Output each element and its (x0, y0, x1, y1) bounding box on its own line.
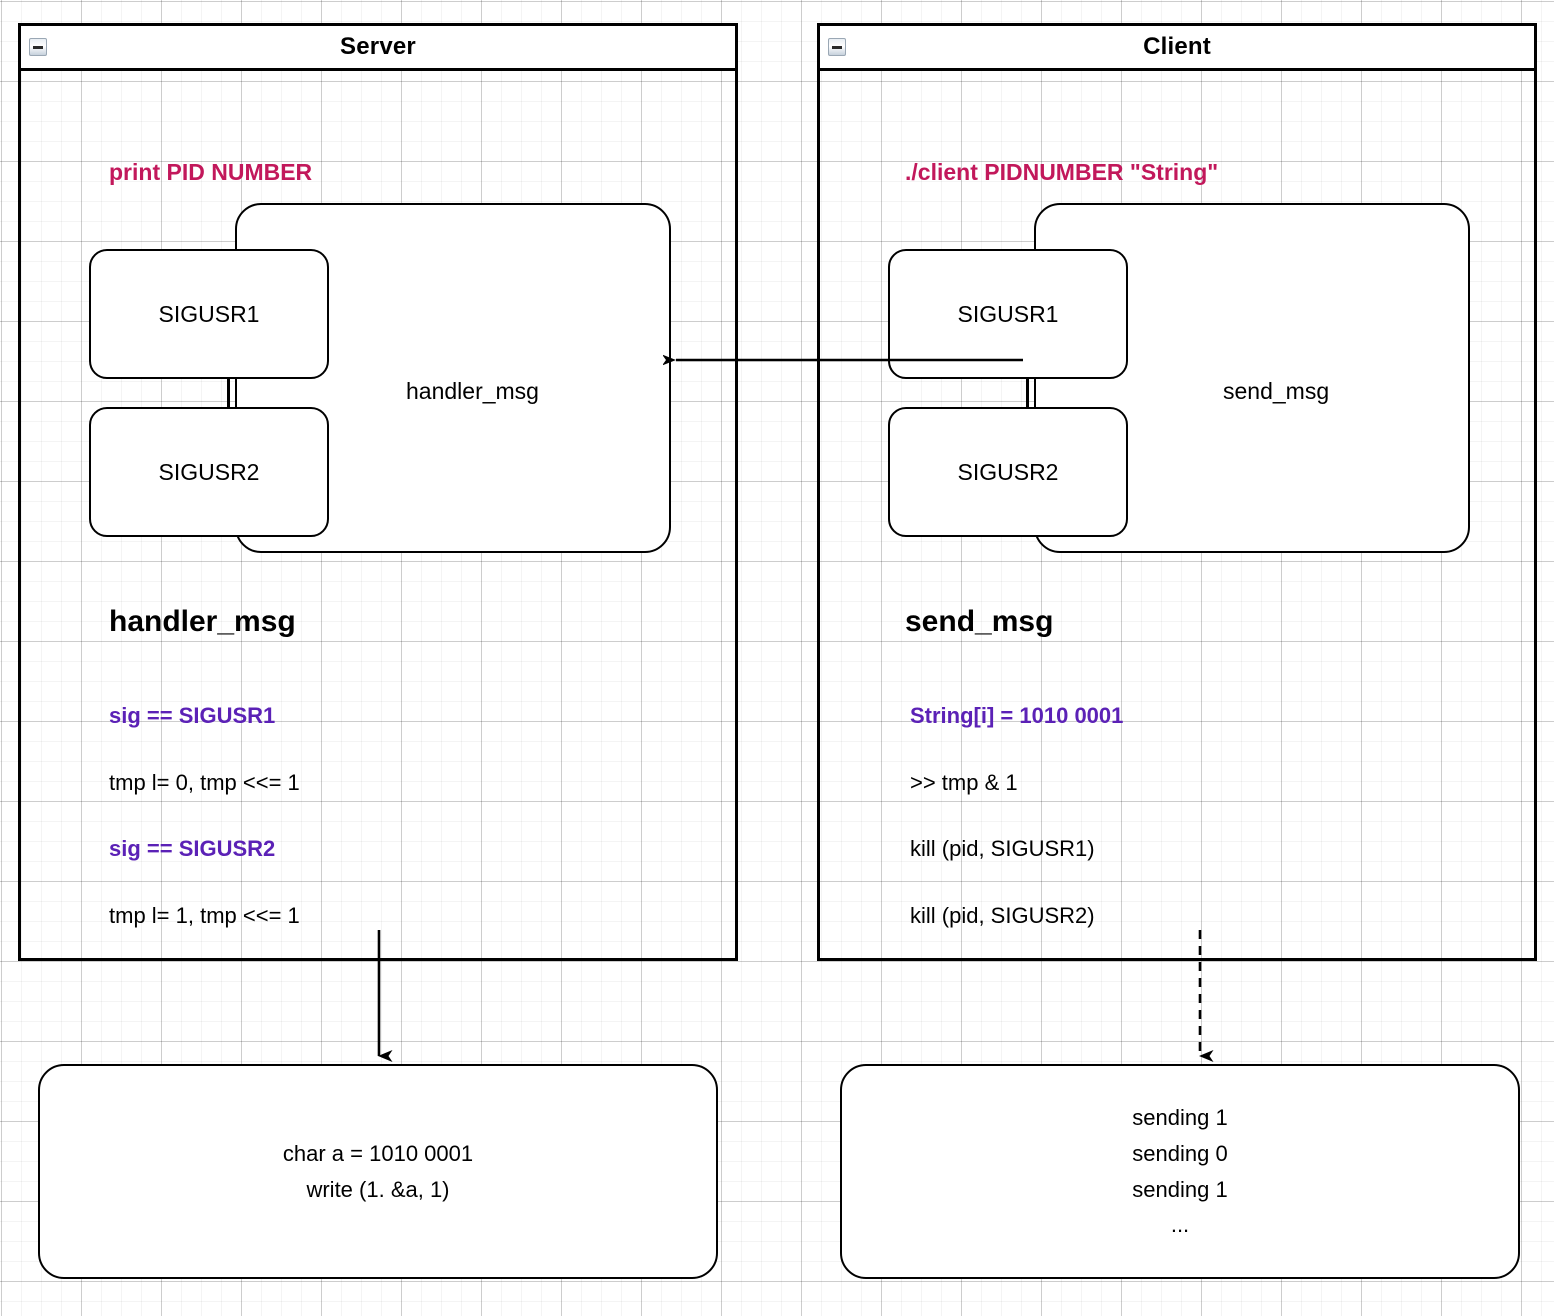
client-code-line-3: kill (pid, SIGUSR1) (910, 836, 1095, 861)
server-signal-label-2: SIGUSR2 (158, 458, 260, 485)
client-signal-label-2: SIGUSR2 (957, 458, 1059, 485)
client-code-heading: send_msg (905, 605, 1054, 638)
server-outcome-line-2: write (1. &a, 1) (306, 1176, 450, 1202)
panel-server-titlebar[interactable]: Server (21, 26, 735, 71)
server-outcome-box[interactable]: char a = 1010 0001 write (1. &a, 1) (38, 1064, 718, 1279)
server-process-label: handler_msg (406, 378, 539, 404)
panel-client[interactable]: Client ./client PIDNUMBER "String" SIGUS… (817, 23, 1537, 961)
client-command-text: ./client PIDNUMBER "String" (905, 159, 1219, 185)
server-signal-connector (227, 333, 230, 433)
client-process-label: send_msg (1223, 378, 1330, 404)
server-command-text: print PID NUMBER (109, 159, 313, 185)
panel-server-body: print PID NUMBER SIGUSR1 SIGUSR2 handler… (21, 71, 735, 958)
panel-server-title: Server (340, 33, 416, 60)
client-signal-box-sigusr2[interactable]: SIGUSR2 (888, 407, 1128, 537)
client-outcome-line-2: sending 0 (1132, 1140, 1228, 1166)
client-signal-label-1: SIGUSR1 (957, 300, 1059, 327)
client-outcome-line-3: sending 1 (1132, 1176, 1228, 1202)
panel-client-body: ./client PIDNUMBER "String" SIGUSR1 SIGU… (820, 71, 1534, 958)
client-signal-box-sigusr1[interactable]: SIGUSR1 (888, 249, 1128, 379)
server-code-line-2: tmp l= 0, tmp <<= 1 (109, 770, 300, 795)
minus-box-icon[interactable] (29, 38, 47, 56)
server-signal-box-sigusr1[interactable]: SIGUSR1 (89, 249, 329, 379)
minus-box-icon[interactable] (828, 38, 846, 56)
server-code-line-4: tmp l= 1, tmp <<= 1 (109, 903, 300, 928)
server-code-line-3: sig == SIGUSR2 (109, 836, 276, 861)
client-code-line-1: String[i] = 1010 0001 (910, 703, 1124, 728)
client-code-line-4: kill (pid, SIGUSR2) (910, 903, 1095, 928)
server-code-heading: handler_msg (109, 605, 296, 638)
panel-server[interactable]: Server print PID NUMBER SIGUSR1 SIGUSR2 … (18, 23, 738, 961)
server-signal-box-sigusr2[interactable]: SIGUSR2 (89, 407, 329, 537)
server-code-line-1: sig == SIGUSR1 (109, 703, 276, 728)
client-signal-connector (1026, 333, 1029, 433)
panel-client-titlebar[interactable]: Client (820, 26, 1534, 71)
client-outcome-line-1: sending 1 (1132, 1105, 1228, 1131)
client-code-line-2: >> tmp & 1 (910, 770, 1018, 795)
panel-client-title: Client (1143, 33, 1211, 60)
client-outcome-box[interactable]: sending 1 sending 0 sending 1 ... (840, 1064, 1520, 1279)
client-outcome-line-4: ... (1170, 1212, 1190, 1238)
server-outcome-line-1: char a = 1010 0001 (282, 1140, 474, 1166)
server-signal-label-1: SIGUSR1 (158, 300, 260, 327)
